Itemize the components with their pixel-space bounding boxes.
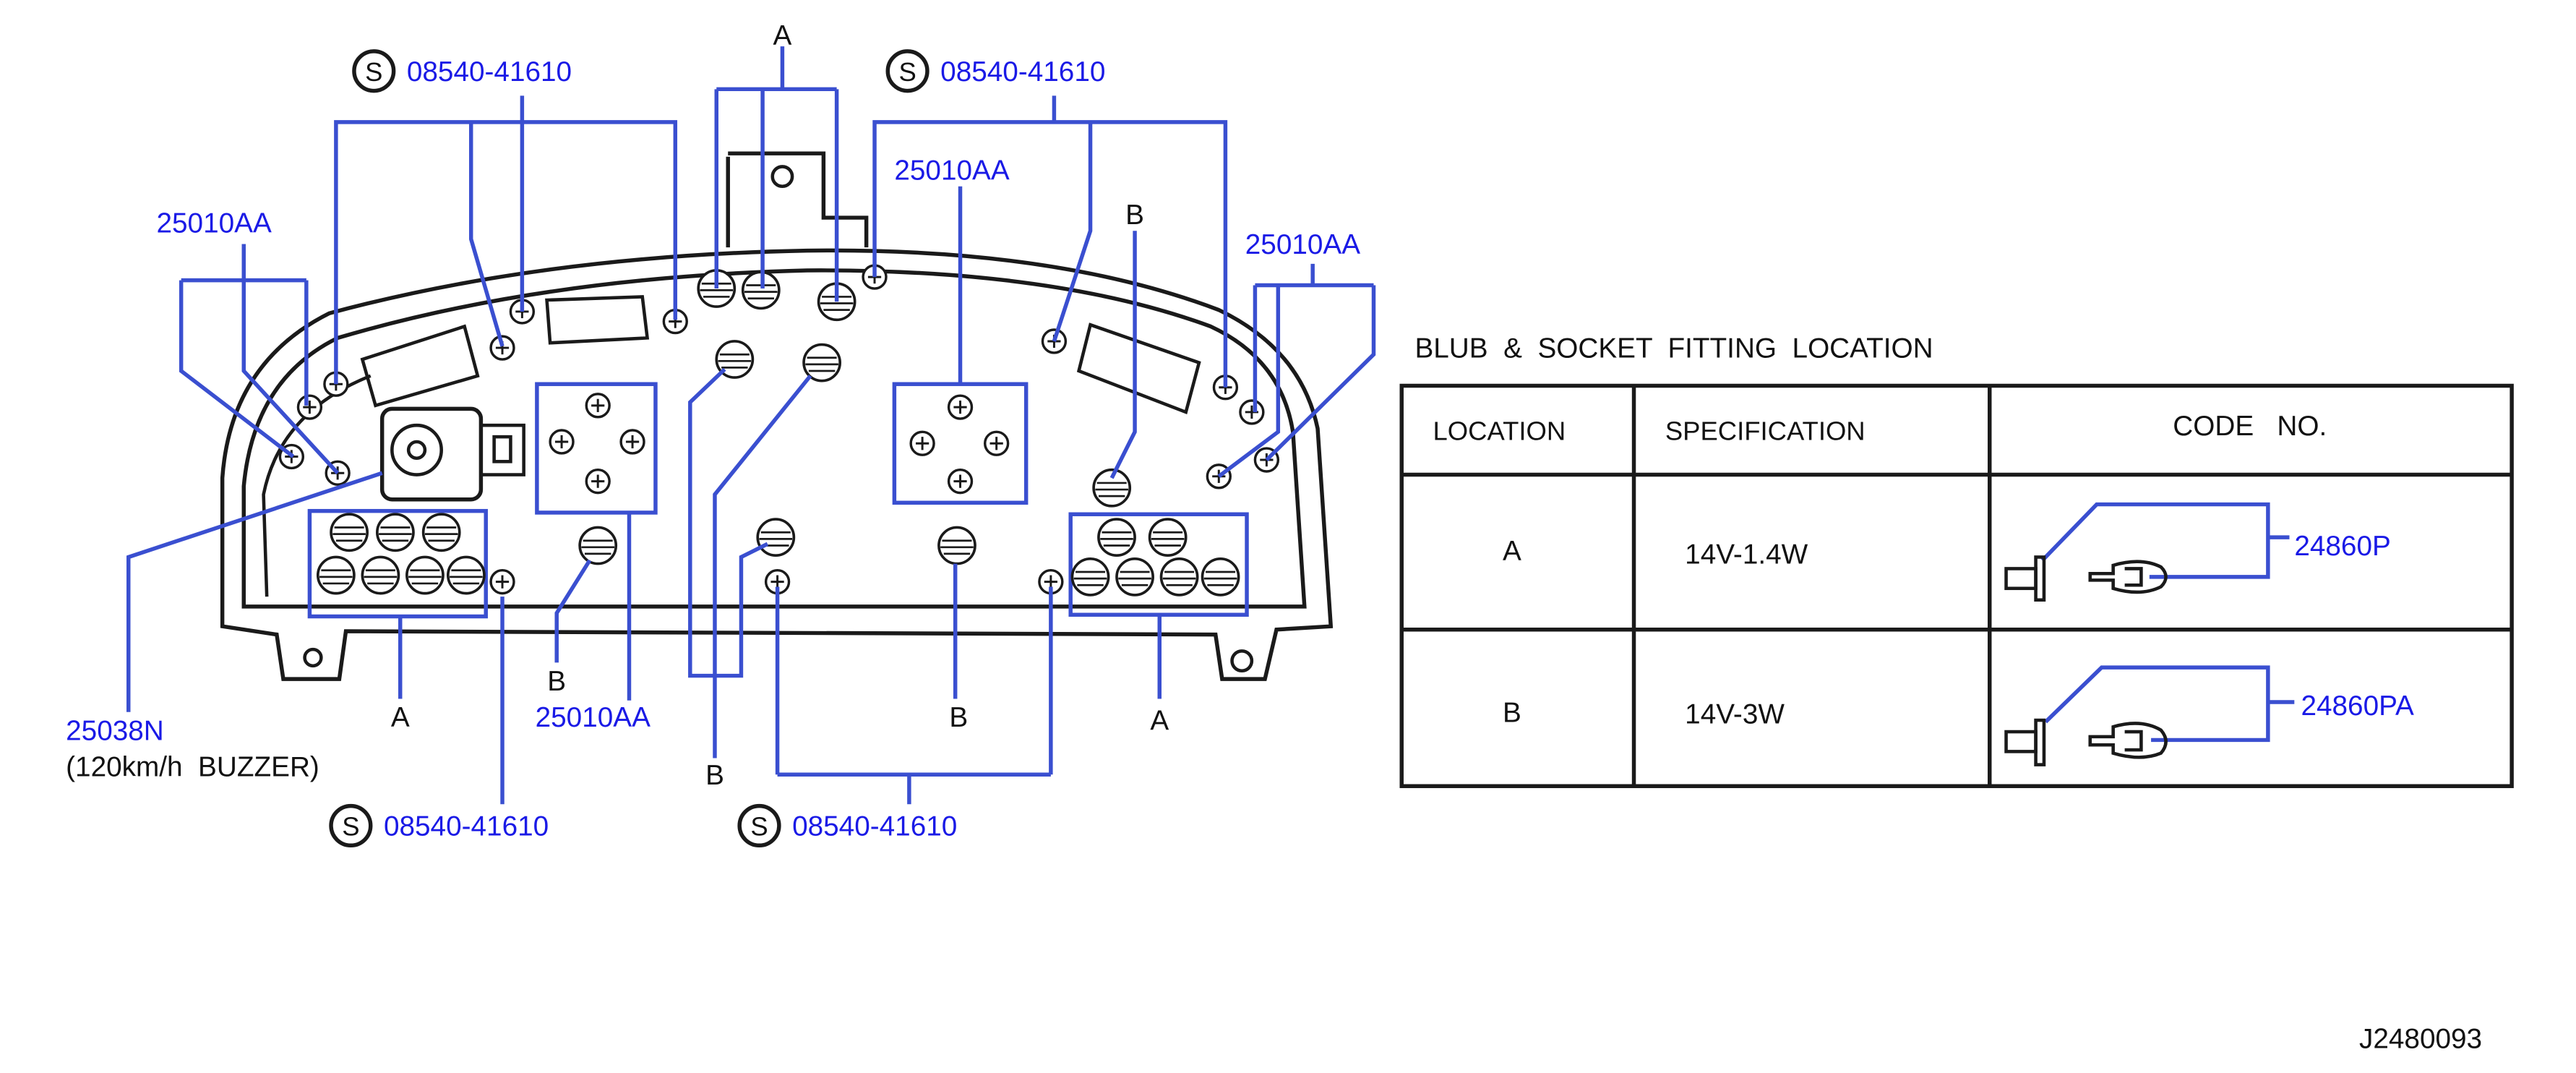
bulb-socket-icon: [1070, 557, 1110, 597]
drawing-id: J2480093: [2359, 1024, 2482, 1055]
bulb-socket-icon: [756, 518, 796, 557]
callout-labels: S 08540-41610 S 08540-41610 S 08540-4161…: [66, 20, 1360, 848]
table-title: BLUB & SOCKET FITTING LOCATION: [1414, 333, 1933, 364]
screw-icon: [619, 429, 645, 455]
screw-symbol-circle: [737, 803, 781, 848]
bulb-socket-icon: [405, 555, 445, 595]
socket-bulb-drawing-a: [2004, 502, 2290, 602]
table-header-code-no: CODE NO.: [2173, 411, 2327, 442]
screw-icon: [296, 394, 323, 420]
location-label-b-top-right: B: [1125, 200, 1144, 231]
part-label-screw-top-left: 08540-41610: [407, 56, 572, 87]
screw-symbol: S: [365, 57, 382, 87]
screw-symbol-circle: [885, 49, 929, 93]
screw-icon: [983, 430, 1010, 456]
bulb-socket-icon: [802, 343, 841, 382]
screw-icon: [947, 469, 974, 495]
bulb-socket-icon: [1148, 518, 1188, 557]
bulb-socket-icon: [1159, 557, 1199, 597]
bulb-socket-icon: [421, 513, 461, 552]
bulb-socket-icon: [1097, 518, 1136, 557]
screw-icon: [585, 469, 611, 495]
screw-icon: [585, 393, 611, 419]
table-cell-code: 24860PA: [2301, 691, 2414, 722]
screw-symbol: S: [898, 57, 916, 87]
screw-symbol-circle: [329, 803, 373, 848]
bulb-socket-icon: [1115, 557, 1154, 597]
location-label-b-bottom-center: B: [949, 702, 968, 733]
buzzer-note: (120km/h BUZZER): [66, 752, 319, 783]
bulb-socket-icon: [1092, 468, 1132, 508]
part-label-screw-top-right: 08540-41610: [940, 56, 1105, 87]
screw-icon: [489, 569, 515, 595]
bulb-socket-icon: [316, 555, 356, 595]
screw-icon: [489, 335, 515, 361]
screw-icon: [909, 430, 935, 456]
part-label-bulb-assy-bottom: 25010AA: [536, 702, 651, 733]
part-label-bulb-assy-right: 25010AA: [1245, 229, 1360, 260]
part-label-bulb-assy-left: 25010AA: [156, 208, 271, 239]
bulb-socket-icon: [361, 555, 400, 595]
bulb-socket-icon: [447, 555, 486, 595]
bulb-markers: [316, 269, 1240, 597]
screw-icon: [947, 394, 974, 420]
bulb-socket-icon: [1201, 557, 1240, 597]
table-cell-location: A: [1503, 536, 1521, 567]
socket-bulb-drawing-b: [2004, 665, 2295, 766]
table-cell-specification: 14V-3W: [1685, 699, 1785, 730]
screw-markers: [278, 264, 1280, 595]
part-label-screw-bottom-center: 08540-41610: [792, 811, 957, 842]
screw-icon: [1239, 399, 1265, 425]
table-header-specification: SPECIFICATION: [1665, 416, 1866, 446]
location-label-a-bottom-right: A: [1150, 706, 1169, 737]
fitting-location-table: BLUB & SOCKET FITTING LOCATION LOCATION …: [1399, 333, 2514, 788]
bulb-socket-icon: [376, 513, 415, 552]
table-cell-code: 24860P: [2294, 531, 2391, 562]
part-label-buzzer: 25038N: [66, 715, 164, 746]
leader-lines: [126, 46, 1376, 805]
part-label-screw-bottom-left: 08540-41610: [384, 811, 549, 842]
part-label-bulb-assy-center: 25010AA: [894, 155, 1009, 187]
location-label-b-bottom-long: B: [705, 760, 724, 791]
location-label-a-bottom-left: A: [391, 702, 410, 733]
screw-symbol-circle: [352, 49, 396, 93]
location-label-b-bottom-left: B: [547, 666, 566, 697]
table-cell-specification: 14V-1.4W: [1685, 539, 1808, 570]
table-header-location: LOCATION: [1433, 416, 1566, 446]
screw-symbol: S: [342, 812, 359, 842]
bulb-socket-icon: [330, 513, 369, 552]
screw-symbol: S: [750, 812, 768, 842]
bulb-socket-icon: [937, 526, 976, 565]
screw-icon: [549, 429, 575, 455]
location-label-a-top: A: [773, 20, 792, 51]
bulb-socket-icon: [715, 340, 755, 379]
bulb-socket-icon: [578, 526, 618, 565]
table-cell-location: B: [1503, 697, 1521, 728]
